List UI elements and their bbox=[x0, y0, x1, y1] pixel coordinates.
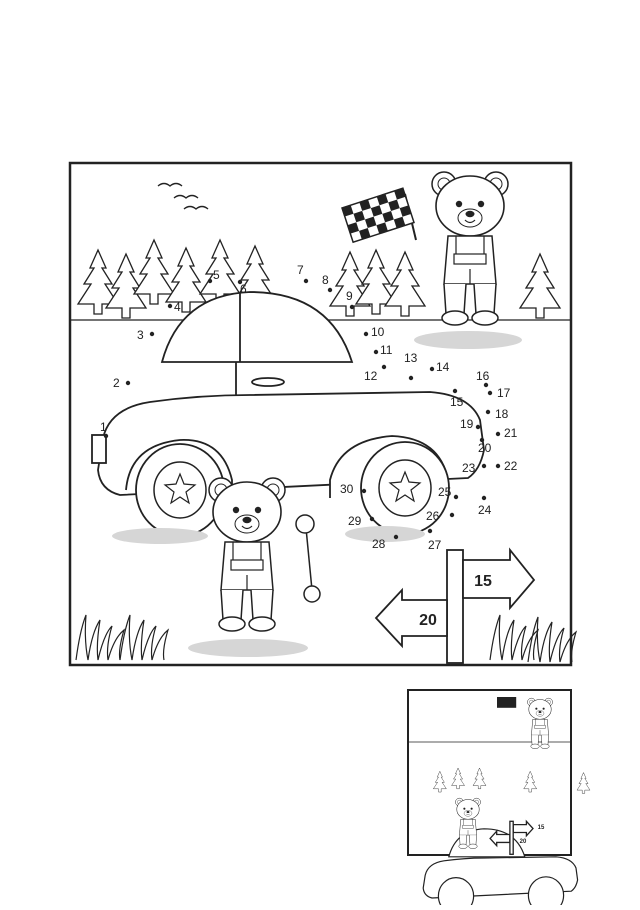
dot-label-11: 11 bbox=[380, 343, 393, 357]
dot-23 bbox=[481, 463, 487, 469]
sign-arrow-left bbox=[374, 587, 448, 649]
dot-label-23: 23 bbox=[462, 461, 476, 475]
dot-label-14: 14 bbox=[436, 360, 450, 374]
dot-16 bbox=[483, 382, 489, 388]
signpost: 15 20 bbox=[374, 547, 536, 664]
preview-sign-right: 15 bbox=[538, 825, 545, 831]
shadow bbox=[112, 528, 208, 544]
dot-label-26: 26 bbox=[426, 509, 440, 523]
dot-label-10: 10 bbox=[371, 325, 385, 339]
dot-25 bbox=[453, 494, 459, 500]
dot-9 bbox=[349, 304, 355, 310]
dot-28 bbox=[393, 534, 399, 540]
dot-label-12: 12 bbox=[364, 369, 378, 383]
shadow bbox=[414, 331, 522, 349]
dot-label-16: 16 bbox=[476, 369, 490, 383]
dot-label-13: 13 bbox=[404, 351, 418, 365]
dot-label-3: 3 bbox=[137, 328, 144, 342]
dot-12 bbox=[381, 364, 387, 370]
dot-label-29: 29 bbox=[348, 514, 362, 528]
dot-label-20: 20 bbox=[478, 441, 492, 455]
dot-label-22: 22 bbox=[504, 459, 518, 473]
dot-label-7: 7 bbox=[297, 263, 304, 277]
shadow bbox=[345, 526, 425, 542]
dot-2 bbox=[125, 380, 131, 386]
dot-22 bbox=[495, 463, 501, 469]
dot-10 bbox=[363, 331, 369, 337]
dot-11 bbox=[373, 349, 379, 355]
dot-label-24: 24 bbox=[478, 503, 492, 517]
dot-label-27: 27 bbox=[428, 538, 442, 552]
sign-arrow-right bbox=[462, 547, 536, 611]
dot-7 bbox=[303, 278, 309, 284]
dot-label-5: 5 bbox=[213, 268, 220, 282]
dot-1 bbox=[103, 433, 109, 439]
dot-label-1: 1 bbox=[100, 420, 107, 434]
dot-label-4: 4 bbox=[174, 300, 181, 314]
wrench-icon bbox=[295, 514, 321, 603]
dot-13 bbox=[408, 375, 414, 381]
dot-19 bbox=[475, 424, 481, 430]
dot-label-19: 19 bbox=[460, 417, 474, 431]
dot-21 bbox=[495, 431, 501, 437]
dot-label-18: 18 bbox=[495, 407, 509, 421]
dot-27 bbox=[427, 528, 433, 534]
dot-24 bbox=[481, 495, 487, 501]
answer-preview: 15 20 bbox=[407, 689, 591, 910]
dot-label-21: 21 bbox=[504, 426, 518, 440]
dot-label-17: 17 bbox=[497, 386, 511, 400]
dot-26 bbox=[449, 512, 455, 518]
dot-label-6: 6 bbox=[240, 282, 247, 296]
birds bbox=[157, 182, 209, 210]
dot-5 bbox=[207, 278, 213, 284]
dot-6 bbox=[237, 279, 243, 285]
dot-30 bbox=[361, 488, 367, 494]
dot-14 bbox=[429, 366, 435, 372]
dot-label-30: 30 bbox=[340, 482, 354, 496]
dot-20 bbox=[479, 437, 485, 443]
preview-sign-left: 20 bbox=[520, 839, 527, 845]
dot-label-8: 8 bbox=[322, 273, 329, 287]
dot-15 bbox=[452, 388, 458, 394]
dot-4 bbox=[167, 303, 173, 309]
dot-29 bbox=[369, 516, 375, 522]
dot-numbers: 1234567891011121314151617181920212223242… bbox=[100, 263, 518, 552]
dot-label-25: 25 bbox=[438, 485, 452, 499]
checkered-flag bbox=[341, 187, 417, 244]
dot-label-9: 9 bbox=[346, 289, 353, 303]
shadow bbox=[188, 639, 308, 657]
dot-label-2: 2 bbox=[113, 376, 120, 390]
dot-8 bbox=[327, 287, 333, 293]
dot-17 bbox=[487, 390, 493, 396]
dot-label-28: 28 bbox=[372, 537, 386, 551]
dot-18 bbox=[485, 409, 491, 415]
dot-3 bbox=[149, 331, 155, 337]
car-wheels bbox=[135, 441, 450, 537]
sign-left-label: 20 bbox=[419, 612, 437, 629]
dot-label-15: 15 bbox=[450, 395, 464, 409]
sign-right-label: 15 bbox=[474, 573, 492, 590]
